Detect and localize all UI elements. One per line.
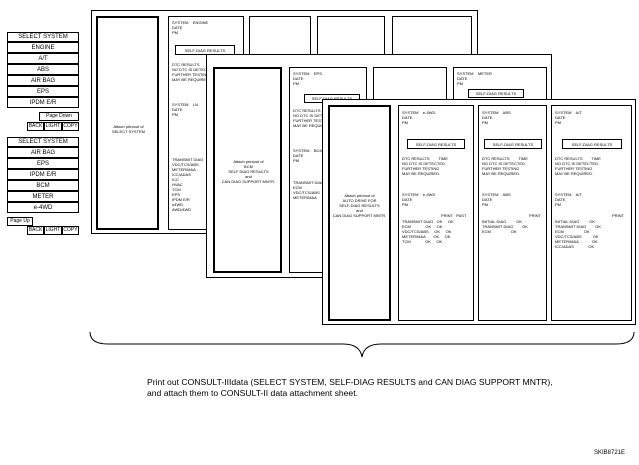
- menu2-item-bcm[interactable]: BCM: [7, 180, 79, 191]
- sheet3-col1-rows: TRANSMIT DIAG OK OK ECM OK OK VDC/TCS/AB…: [402, 219, 454, 244]
- sheet1-attach-box: Attach printout of SELECT SYSTEM: [96, 16, 159, 230]
- sheet3-col2-selfdiag-box: SELF-DIAG RESULTS: [484, 139, 542, 149]
- menu2-item-airbag[interactable]: AIR BAG: [7, 147, 79, 158]
- sheet1-attach-text: Attach printout of SELECT SYSTEM: [111, 124, 146, 134]
- page-up-button[interactable]: Page Up: [7, 217, 33, 226]
- select-system-menu-1: SELECT SYSTEM ENGINE A/T ABS AIR BAG EPS…: [7, 32, 79, 134]
- sheet3-col1-system2: SYSTEM e-4WD DATE PM: [402, 192, 436, 207]
- sheet3-col2-header: PRINT: [529, 213, 541, 218]
- sheet3-col1: SYSTEM e-4WD DATE PM SELF-DIAG RESULTS D…: [398, 105, 474, 321]
- sheet1-transmit-list: TRANSMIT DIAG VDC/TCS/ABS METER/M&A ICC/…: [172, 157, 204, 212]
- menu1-item-engine[interactable]: ENGINE: [7, 42, 79, 53]
- sheet2-system2-label: SYSTEM BCM DATE PM: [293, 148, 323, 163]
- sheet3-col2-rows: INITIAL DIAG OK TRANSMIT DIAG OK ECM OK: [482, 219, 528, 234]
- menu2-light-button[interactable]: LIGHT: [44, 226, 62, 235]
- menu2-item-eps[interactable]: EPS: [7, 158, 79, 169]
- menu1-item-abs[interactable]: ABS: [7, 64, 79, 75]
- menu2-item-ipdm[interactable]: IPDM E/R: [7, 169, 79, 180]
- sheet3-col3-header: PRINT: [612, 213, 624, 218]
- sheet1-system-label: SYSTEM ENGINE DATE PM: [172, 20, 209, 35]
- page-down-button[interactable]: Page Down: [39, 112, 79, 121]
- menu2-back-button[interactable]: BACK: [27, 226, 44, 235]
- sheet1-system2-label: SYSTEM LN DATE PM: [172, 102, 199, 117]
- sheet3-col1-selfdiag-box: SELF-DIAG RESULTS: [407, 139, 465, 149]
- sheet3-attach-box: Attach printout of AUTO DRIVE FOR SELF-D…: [328, 105, 391, 321]
- sheet2-selfdiag3-box: SELF-DIAG RESULTS: [468, 89, 524, 98]
- sheet3-col1-dtc: DTC RESULTS TIME NO DTC IS DETECTED. FUR…: [402, 156, 448, 176]
- attachment-sheet-3: Attach printout of AUTO DRIVE FOR SELF-D…: [322, 99, 636, 325]
- sheet2-transmit-list: TRANSMIT DIAG ECM VDC/TCS/ABS METER/M&A: [293, 180, 325, 200]
- sheet3-attach-text: Attach printout of AUTO DRIVE FOR SELF-D…: [332, 193, 387, 218]
- sheet3-col3-system: SYSTEM A/T DATE PM: [555, 110, 582, 125]
- sheet2-system3-label: SYSTEM METER DATE PM: [457, 71, 492, 86]
- sheet3-col3-dtc: DTC RESULTS TIME NO DTC IS DETECTED. FUR…: [555, 156, 601, 176]
- sheet2-attach-text: Attach printout of BCM SELF DIAG RESULTS…: [221, 159, 276, 184]
- select-system-menu-2: SELECT SYSTEM AIR BAG EPS IPDM E/R BCM M…: [7, 137, 79, 237]
- menu1-item-eps[interactable]: EPS: [7, 86, 79, 97]
- menu1-item-airbag[interactable]: AIR BAG: [7, 75, 79, 86]
- menu1-back-button[interactable]: BACK: [27, 122, 44, 131]
- menu1-item-at[interactable]: A/T: [7, 53, 79, 64]
- sheet1-dtc-text: DTC RESULTS NO DTC IS DETECTED. FURTHER …: [172, 62, 217, 82]
- menu1-light-button[interactable]: LIGHT: [44, 122, 62, 131]
- sheet3-col1-header: PRINT PAST: [441, 213, 467, 218]
- figure-code: SKIB8721E: [594, 450, 626, 456]
- sheet3-col2-dtc: DTC RESULTS TIME NO DTC IS DETECTED. FUR…: [482, 156, 528, 176]
- sheet3-col3-rows: INITIAL DIAG OK TRANSMIT DIAG OK ECM OK …: [555, 219, 601, 249]
- sheet3-col1-system: SYSTEM e-4WD DATE PM: [402, 110, 436, 125]
- menu2-item-e4wd[interactable]: e-4WD: [7, 202, 79, 213]
- sheet3-col2: SYSTEM ABS DATE PM SELF-DIAG RESULTS DTC…: [478, 105, 547, 321]
- sheet3-col3: SYSTEM A/T DATE PM SELF-DIAG RESULTS DTC…: [551, 105, 632, 321]
- sheet3-col2-system2: SYSTEM ABS DATE PM: [482, 192, 511, 207]
- sheet2-attach-box: Attach printout of BCM SELF DIAG RESULTS…: [213, 67, 282, 273]
- sheet2-system-label: SYSTEM EPS DATE PM: [293, 71, 322, 86]
- sheet3-col3-selfdiag-box: SELF-DIAG RESULTS: [562, 139, 622, 149]
- instruction-caption: Print out CONSULT-IIIdata (SELECT SYSTEM…: [147, 377, 553, 398]
- menu1-title: SELECT SYSTEM: [7, 32, 79, 42]
- sheet3-col2-system: SYSTEM ABS DATE PM: [482, 110, 511, 125]
- grouping-brace: [89, 331, 635, 358]
- menu2-title: SELECT SYSTEM: [7, 137, 79, 147]
- sheet3-col3-system2: SYSTEM A/T DATE PM: [555, 192, 582, 207]
- menu1-item-ipdm[interactable]: IPDM E/R: [7, 97, 79, 108]
- menu2-copy-button[interactable]: COPY: [62, 226, 79, 235]
- menu1-copy-button[interactable]: COPY: [62, 122, 79, 131]
- menu2-item-meter[interactable]: METER: [7, 191, 79, 202]
- sheet1-selfdiag-box: SELF-DIAG RESULTS: [175, 45, 235, 55]
